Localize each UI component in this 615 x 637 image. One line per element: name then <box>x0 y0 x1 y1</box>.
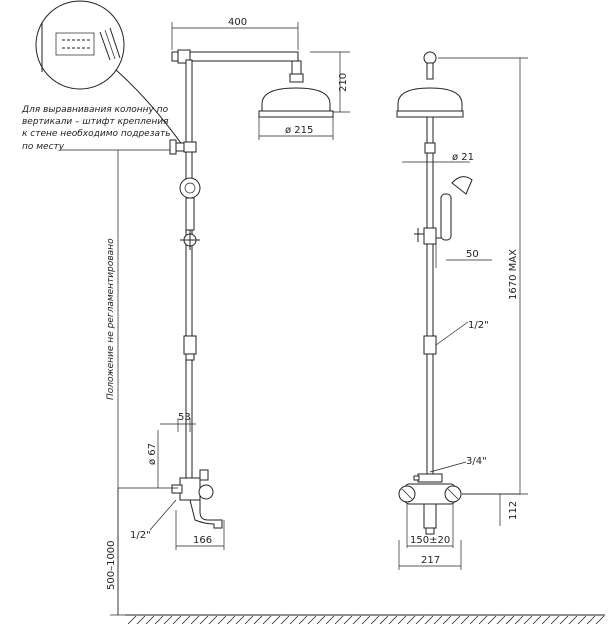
hatch-line <box>478 615 488 625</box>
dimension-21: ø 21 <box>452 152 474 163</box>
hatch-line <box>127 615 137 625</box>
hatch-line <box>442 615 452 625</box>
hatch-line <box>577 615 587 625</box>
dimension-400: 400 <box>228 17 247 28</box>
dimension-67: ø 67 <box>147 443 158 465</box>
hatch-line <box>532 615 542 625</box>
hatch-line <box>505 615 515 625</box>
hatch-line <box>262 615 272 625</box>
hatch-line <box>460 615 470 625</box>
dimension-112: 112 <box>508 501 519 520</box>
dimension-166: 166 <box>193 535 212 546</box>
hatch-line <box>469 615 479 625</box>
hatch-line <box>514 615 524 625</box>
hatch-line <box>406 615 416 625</box>
hatch-line <box>271 615 281 625</box>
hatch-line <box>190 615 200 625</box>
hatch-line <box>343 615 353 625</box>
dimension-three-quarter-inch: 3/4" <box>466 456 487 467</box>
hatch-line <box>487 615 497 625</box>
hatch-line <box>397 615 407 625</box>
hatch-line <box>595 615 605 625</box>
side-view: 400 210 ø 215 <box>106 17 350 616</box>
wall-pin-detail <box>35 0 184 147</box>
hatch-line <box>226 615 236 625</box>
note-line-4: по месту <box>22 142 65 152</box>
dimension-215: ø 215 <box>285 125 313 136</box>
dimension-500-1000: 500–1000 <box>106 540 117 590</box>
hatch-line <box>136 615 146 625</box>
hatch-line <box>496 615 506 625</box>
dimension-217: 217 <box>421 555 440 566</box>
hatch-line <box>523 615 533 625</box>
hatch-line <box>199 615 209 625</box>
dimension-half-inch-right: 1/2" <box>468 320 489 331</box>
hatch-line <box>568 615 578 625</box>
hatch-line <box>172 615 182 625</box>
hatch-line <box>334 615 344 625</box>
hatch-line <box>235 615 245 625</box>
hatch-line <box>550 615 560 625</box>
dimension-50: 50 <box>466 249 479 260</box>
hatch-line <box>370 615 380 625</box>
hatch-line <box>388 615 398 625</box>
hatch-line <box>244 615 254 625</box>
hatch-line <box>433 615 443 625</box>
hatch-line <box>217 615 227 625</box>
hatch-line <box>586 615 596 625</box>
hatch-line <box>541 615 551 625</box>
note-line-1: Для выравнивания колонну по <box>21 105 169 115</box>
hatch-line <box>280 615 290 625</box>
floor-hatching <box>125 614 605 625</box>
hatch-line <box>289 615 299 625</box>
note-line-2: вертикали – штифт крепления <box>22 117 169 127</box>
hatch-line <box>253 615 263 625</box>
hatch-line <box>208 615 218 625</box>
hatch-line <box>316 615 326 625</box>
dimension-53: 53 <box>178 412 191 423</box>
installation-note: Для выравнивания колонну по вертикали – … <box>21 105 175 152</box>
front-view: ø 21 50 1/2" 3/4" 150±20 <box>396 51 528 570</box>
hatch-line <box>424 615 434 625</box>
hatch-line <box>559 615 569 625</box>
hatch-line <box>325 615 335 625</box>
hatch-line <box>451 615 461 625</box>
dimension-210: 210 <box>338 73 349 92</box>
hatch-line <box>415 615 425 625</box>
hatch-line <box>361 615 371 625</box>
hatch-line <box>163 615 173 625</box>
hatch-line <box>154 615 164 625</box>
dimension-half-inch-left: 1/2" <box>130 530 151 541</box>
hatch-line <box>379 615 389 625</box>
dimension-1670: 1670 MAX <box>508 249 519 300</box>
hatch-line <box>145 615 155 625</box>
position-note: Положение не регламентировано <box>106 238 116 400</box>
dimension-150: 150±20 <box>410 535 450 546</box>
note-line-3: к стене необходимо подрезать <box>22 129 171 139</box>
hatch-line <box>352 615 362 625</box>
hatch-line <box>298 615 308 625</box>
hatch-line <box>307 615 317 625</box>
hatch-line <box>181 615 191 625</box>
